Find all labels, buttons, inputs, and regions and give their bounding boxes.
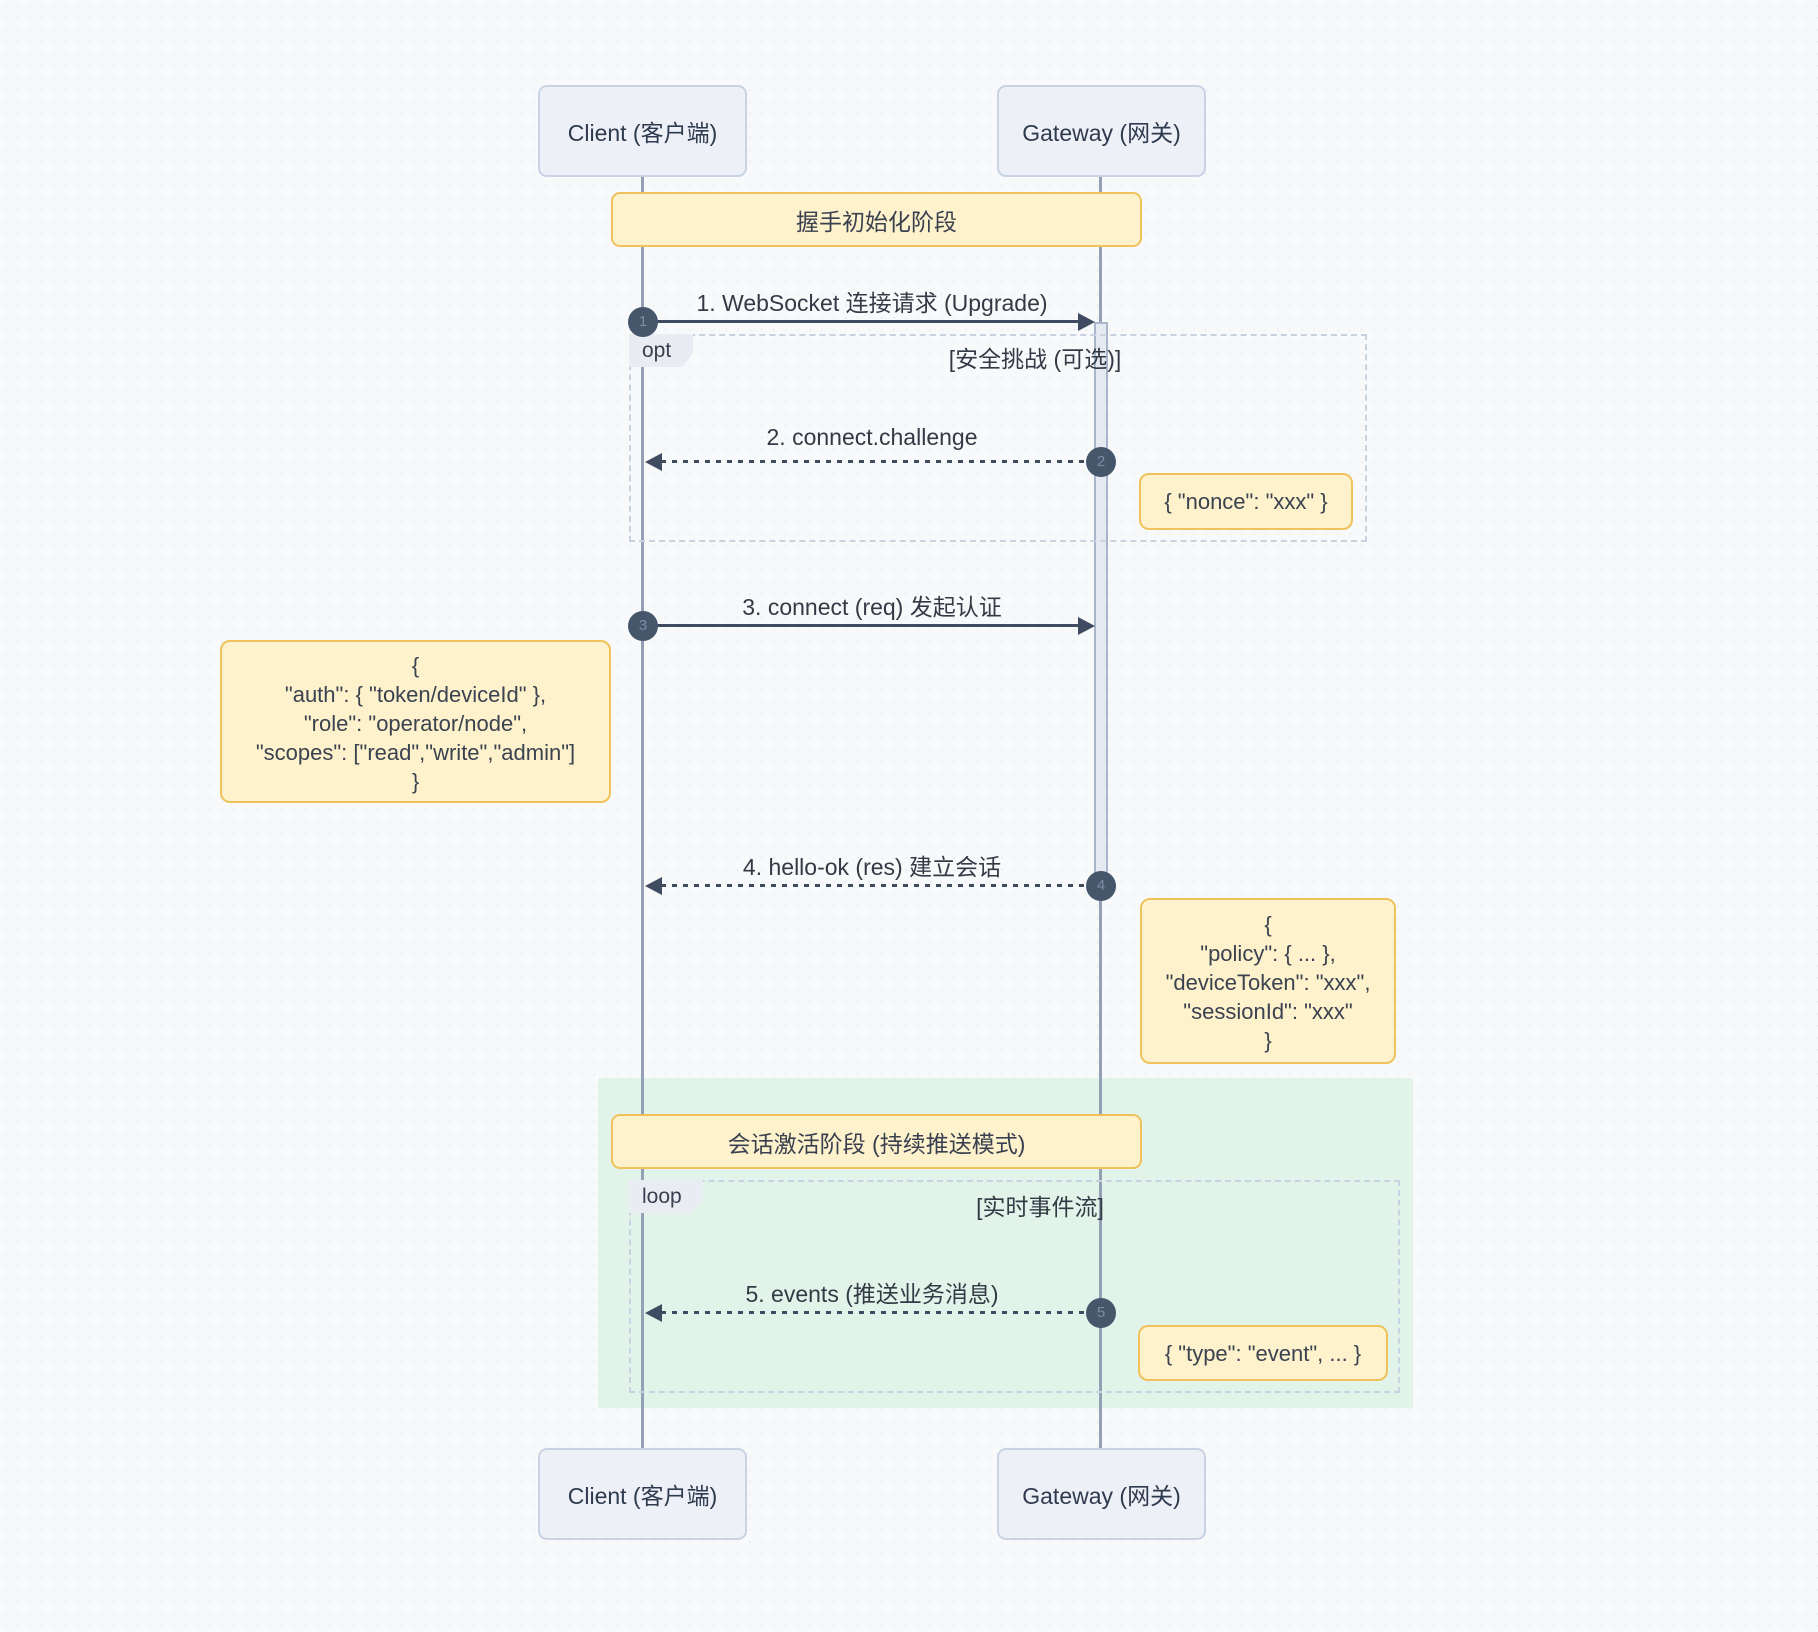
message-1-label: 1. WebSocket 连接请求 (Upgrade) xyxy=(696,290,1048,316)
phase-banner-handshake: 握手初始化阶段 xyxy=(611,192,1142,247)
note-event-payload: { "type": "event", ... } xyxy=(1138,1325,1388,1381)
message-3-arrow xyxy=(643,624,1081,627)
loop-label-tab: loop xyxy=(629,1180,703,1213)
opt-guard-text: [安全挑战 (可选)] xyxy=(948,346,1122,372)
phase-banner-handshake-label: 握手初始化阶段 xyxy=(796,208,957,235)
actor-gateway-bottom-label: Gateway (网关) xyxy=(1022,1483,1181,1509)
message-4-arrowhead xyxy=(645,877,662,895)
opt-frame xyxy=(629,334,1367,542)
message-2-arrow xyxy=(661,460,1094,463)
message-2-arrowhead xyxy=(645,453,662,471)
note-nonce: { "nonce": "xxx" } xyxy=(1139,473,1353,530)
message-1-arrowhead xyxy=(1078,313,1095,331)
message-2-seq-badge: 2 xyxy=(1086,447,1116,477)
message-1-arrow xyxy=(643,320,1081,323)
message-2-label: 2. connect.challenge xyxy=(766,424,978,450)
message-3-label: 3. connect (req) 发起认证 xyxy=(742,594,1002,620)
message-4-seq-badge: 4 xyxy=(1086,871,1116,901)
actor-client-top-label: Client (客户端) xyxy=(567,120,718,146)
loop-guard-text: [实时事件流] xyxy=(976,1194,1104,1220)
actor-gateway-top: Gateway (网关) xyxy=(997,85,1206,177)
loop-label-text: loop xyxy=(642,1184,682,1208)
actor-gateway-top-label: Gateway (网关) xyxy=(1022,120,1181,146)
message-3-arrowhead xyxy=(1078,617,1095,635)
actor-client-bottom-label: Client (客户端) xyxy=(567,1483,718,1509)
note-auth-payload: { "auth": { "token/deviceId" }, "role": … xyxy=(220,640,611,803)
actor-client-top: Client (客户端) xyxy=(538,85,747,177)
actor-client-bottom: Client (客户端) xyxy=(538,1448,747,1540)
actor-gateway-bottom: Gateway (网关) xyxy=(997,1448,1206,1540)
phase-banner-session-label: 会话激活阶段 (持续推送模式) xyxy=(727,1130,1026,1157)
note-policy-payload: { "policy": { ... }, "deviceToken": "xxx… xyxy=(1140,898,1396,1064)
message-3-seq-badge: 3 xyxy=(628,611,658,641)
message-5-seq-badge: 5 xyxy=(1086,1298,1116,1328)
message-5-arrowhead xyxy=(645,1304,662,1322)
message-1-seq-badge: 1 xyxy=(628,307,658,337)
opt-label-tab: opt xyxy=(629,334,693,367)
message-5-label: 5. events (推送业务消息) xyxy=(745,1281,999,1307)
opt-label-text: opt xyxy=(642,338,672,362)
loop-frame xyxy=(629,1180,1400,1393)
phase-banner-session: 会话激活阶段 (持续推送模式) xyxy=(611,1114,1142,1169)
message-4-arrow xyxy=(661,884,1094,887)
message-4-label: 4. hello-ok (res) 建立会话 xyxy=(742,854,1002,880)
client-lifeline xyxy=(641,177,644,1448)
message-5-arrow xyxy=(661,1311,1093,1314)
